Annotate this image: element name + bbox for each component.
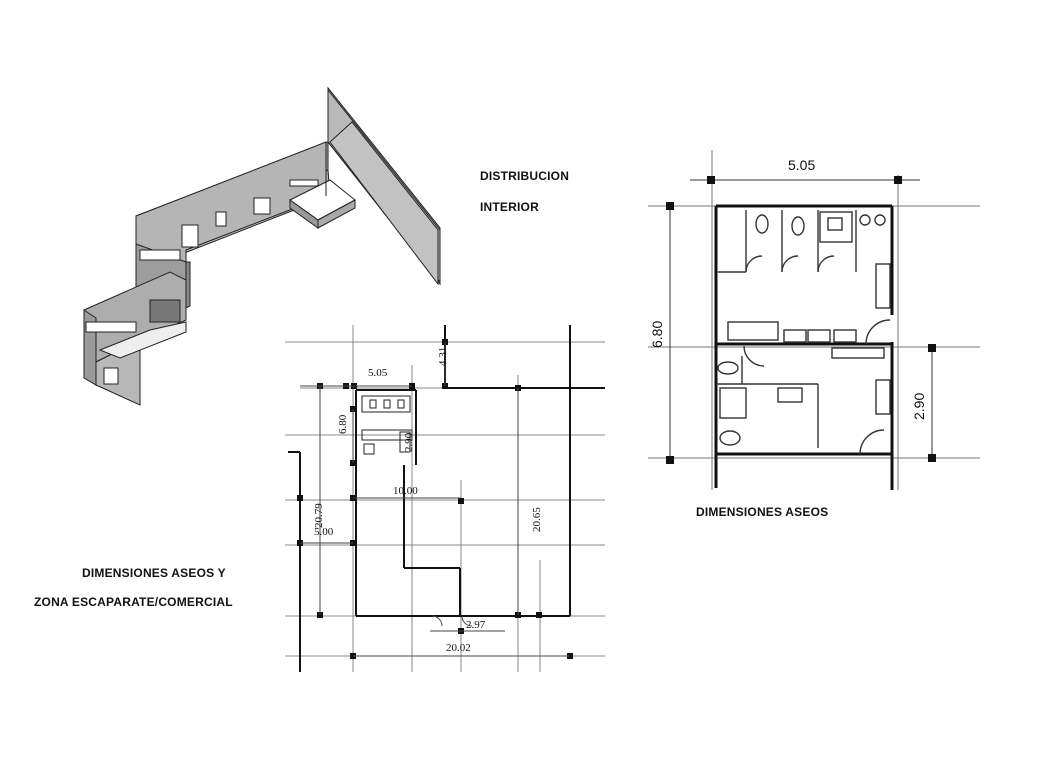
plan-dim-total-width: 20.02 — [446, 642, 471, 654]
plan-dim-restroom-lower: 2.90 — [403, 432, 415, 452]
isometric-view — [83, 86, 441, 406]
plan-dim-door-width: 2.97 — [466, 619, 486, 631]
detail-dim-height: 6.80 — [649, 321, 665, 348]
floor-plan — [285, 325, 605, 672]
restroom-dimensions-title: DIMENSIONES ASEOS — [696, 505, 829, 519]
plan-dim-mid-width: 10.00 — [393, 485, 418, 497]
distribution-title-line2: INTERIOR — [480, 200, 539, 214]
restroom-detail-plan — [648, 150, 980, 490]
plan-dim-left-depth: 20.79 — [313, 503, 325, 528]
plan-dim-width-top: 5.05 — [368, 367, 388, 379]
plan-dim-offset-top: 4.31 — [437, 347, 449, 366]
plan-dim-restroom-depth: 6.80 — [337, 414, 349, 434]
plan-dim-right-depth: 20.65 — [531, 507, 543, 532]
plan-dim-left-offset: 5.00 — [314, 526, 334, 538]
zone-title-line1: DIMENSIONES ASEOS Y — [82, 566, 226, 580]
detail-dim-width: 5.05 — [788, 157, 815, 173]
zone-title-line2: ZONA ESCAPARATE/COMERCIAL — [34, 595, 233, 609]
detail-dim-lower-height: 2.90 — [911, 393, 927, 420]
distribution-title-line1: DISTRIBUCION — [480, 169, 570, 183]
